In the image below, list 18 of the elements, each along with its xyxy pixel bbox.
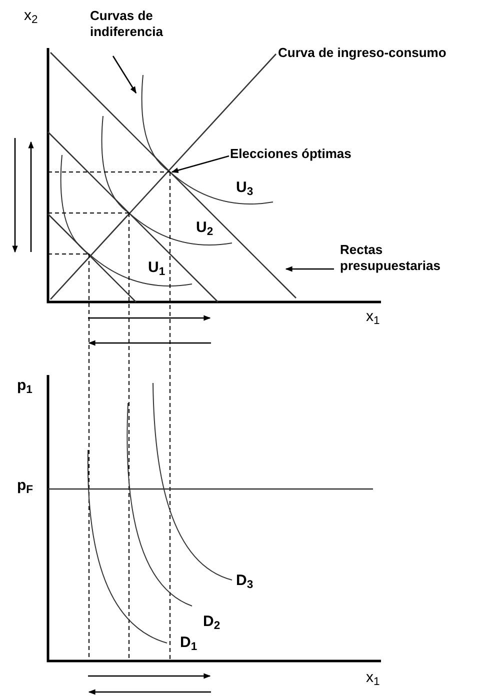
callout-text: Rectas presupuestarias [340, 242, 480, 274]
axis-label: x$_{1}$ [366, 309, 380, 324]
leader-arrow [171, 155, 230, 173]
leader-arrow [112, 56, 137, 94]
axis-label: p$_{F}$ [17, 478, 34, 493]
axis-label: x$_{2}$ [24, 8, 38, 23]
axis-label: D$_{2}$ [203, 614, 220, 629]
callout-text: Curvas de indiferencia [90, 8, 190, 40]
axis-label: D$_{3}$ [236, 573, 254, 588]
axis-label: U$_{1}$ [148, 260, 166, 275]
callout-text: Elecciones óptimas [230, 146, 370, 162]
axis-label: D$_{1}$ [180, 635, 198, 650]
axis-label: Curva de ingreso-consumo [278, 46, 446, 59]
axis-label: U$_{3}$ [236, 180, 254, 195]
leader-arrow [285, 266, 334, 272]
axis-label: p$_{1}$ [17, 378, 32, 393]
axis-label: x$_{1}$ [366, 670, 380, 685]
axis-label: U$_{2}$ [196, 220, 214, 235]
